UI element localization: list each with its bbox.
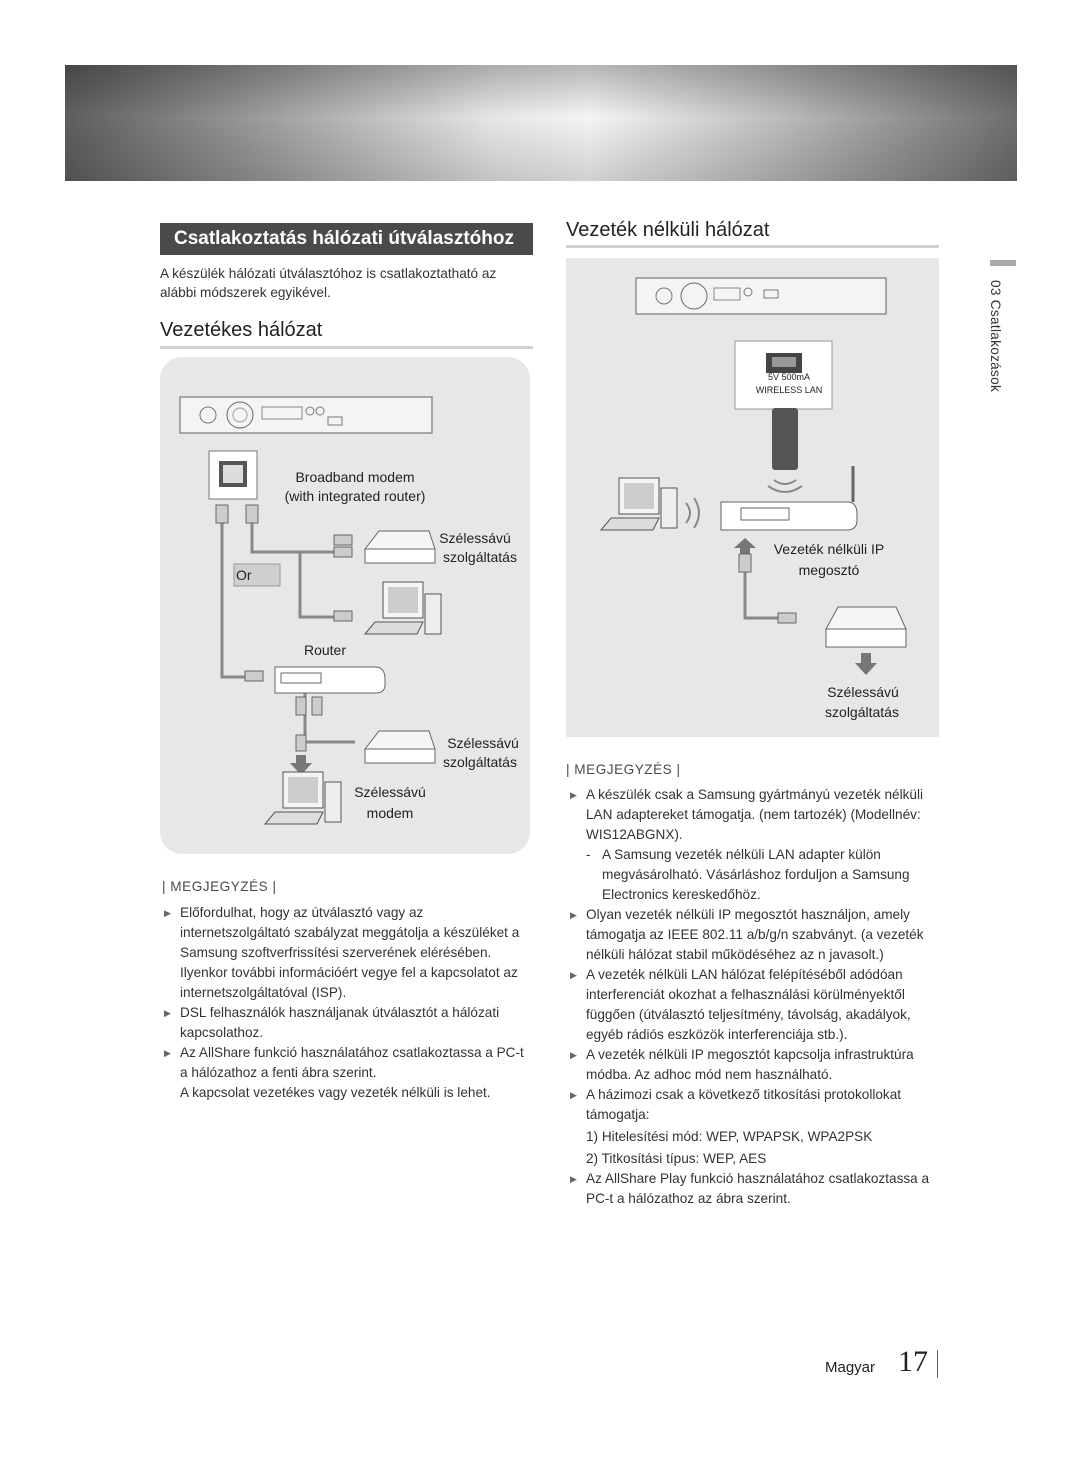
pc-icon [263, 771, 342, 825]
note-title: | MEGJEGYZÉS | [162, 879, 277, 894]
footer-language: Magyar [825, 1359, 876, 1376]
home-theater-device [179, 396, 433, 434]
service2-label-b: szolgáltatás [443, 754, 517, 770]
port-power-label: 5V 500mA [767, 372, 811, 382]
ip-sharer-label-a: Vezeték nélküli IP [773, 541, 885, 557]
modem-label-a: Szélessávú [354, 784, 426, 800]
wireless-diagram-panel: 5V 500mA WIRELESS LAN Vezeték nélküli IP… [566, 258, 939, 737]
section-title: Csatlakoztatás hálózati útválasztóhoz [160, 223, 533, 255]
note-item: ▶Az AllShare Play funkció használatához … [570, 1171, 930, 1206]
note-title: | MEGJEGYZÉS | [566, 762, 681, 777]
wired-diagram-panel: Broadband modem (with integrated router)… [160, 357, 530, 854]
wireless-notes: ▶A készülék csak a Samsung gyártmányú ve… [566, 785, 941, 1209]
note-item: ▶DSL felhasználók használjanak útválaszt… [164, 1005, 500, 1040]
note-item: ▶A vezeték nélküli IP megosztót kapcsolj… [570, 1047, 914, 1082]
note-dash-item: -A Samsung vezeték nélküli LAN adapter k… [586, 847, 910, 902]
service1-label-b: szolgáltatás [443, 549, 517, 565]
or-label: Or [236, 567, 252, 583]
router-icon [274, 666, 386, 694]
broadband-modem-icon [363, 530, 436, 564]
chapter-marker [990, 260, 1016, 266]
home-theater-device [635, 277, 887, 315]
broadband-modem-icon [825, 606, 907, 648]
note-item: ▶Előfordulhat, hogy az útválasztó vagy a… [164, 905, 520, 1000]
wired-heading: Vezetékes hálózat [160, 319, 323, 341]
note-sub-item: 2) Titkosítási típus: WEP, AES [586, 1151, 767, 1166]
arrow-down-icon [855, 653, 877, 675]
service1-label-a: Szélessávú [439, 530, 511, 546]
ip-sharer-label-b: megosztó [798, 562, 860, 578]
service2-label-a: Szélessávú [447, 735, 519, 751]
note-item: ▶Olyan vezeték nélküli IP megosztót hasz… [570, 907, 924, 962]
modem-label-b: modem [366, 805, 414, 821]
bullet-icon: ▶ [570, 1050, 577, 1060]
footer-divider [937, 1350, 938, 1378]
pc-icon [599, 477, 678, 531]
note-extra: A kapcsolat vezetékes vagy vezeték nélkü… [180, 1085, 491, 1100]
service-label-b: szolgáltatás [825, 704, 899, 720]
service-label-a: Szélessávú [827, 684, 899, 700]
router-label: Router [303, 642, 347, 658]
wired-heading-rule [160, 346, 533, 349]
wireless-heading-rule [566, 245, 939, 248]
note-sub-item: 1) Hitelesítési mód: WEP, WPAPSK, WPA2PS… [586, 1129, 873, 1144]
intro-text: A készülék hálózati útválasztóhoz is csa… [160, 266, 497, 300]
wired-diagram [179, 396, 442, 825]
bullet-icon: ▶ [570, 910, 577, 920]
wireless-router-icon [720, 466, 858, 531]
or-box [233, 563, 281, 587]
chapter-label: 03 Csatlakozások [988, 280, 1003, 393]
wireless-heading: Vezeték nélküli hálózat [566, 219, 770, 241]
header-banner [65, 65, 1017, 181]
modem-icon [363, 730, 436, 764]
page-number: 17 [898, 1345, 928, 1378]
note-item: ▶Az AllShare funkció használatához csatl… [164, 1045, 524, 1080]
lan-port-icon [208, 450, 258, 500]
bullet-icon: ▶ [164, 1008, 171, 1018]
note-item: ▶A készülék csak a Samsung gyártmányú ve… [570, 787, 923, 842]
wireless-diagram [599, 277, 907, 675]
wireless-lan-label: WIRELESS LAN [755, 385, 823, 395]
arrow-down-icon [290, 755, 312, 775]
note-item: ▶A vezeték nélküli LAN hálózat felépítés… [570, 967, 911, 1042]
broadband-modem-label: Broadband modem [295, 469, 415, 485]
bullet-icon: ▶ [570, 1090, 577, 1100]
note-item: ▶A házimozi csak a következő titkosítási… [570, 1087, 902, 1122]
bullet-icon: ▶ [570, 790, 577, 800]
pc-icon [363, 581, 442, 635]
bullet-icon: ▶ [570, 1174, 577, 1184]
wireless-lan-adapter [772, 408, 798, 470]
bullet-icon: ▶ [164, 1048, 171, 1058]
bullet-icon: ▶ [164, 908, 171, 918]
wired-notes: ▶Előfordulhat, hogy az útválasztó vagy a… [160, 903, 535, 1103]
bullet-icon: ▶ [570, 970, 577, 980]
with-router-label: (with integrated router) [284, 488, 426, 504]
arrow-up-icon [734, 538, 756, 556]
